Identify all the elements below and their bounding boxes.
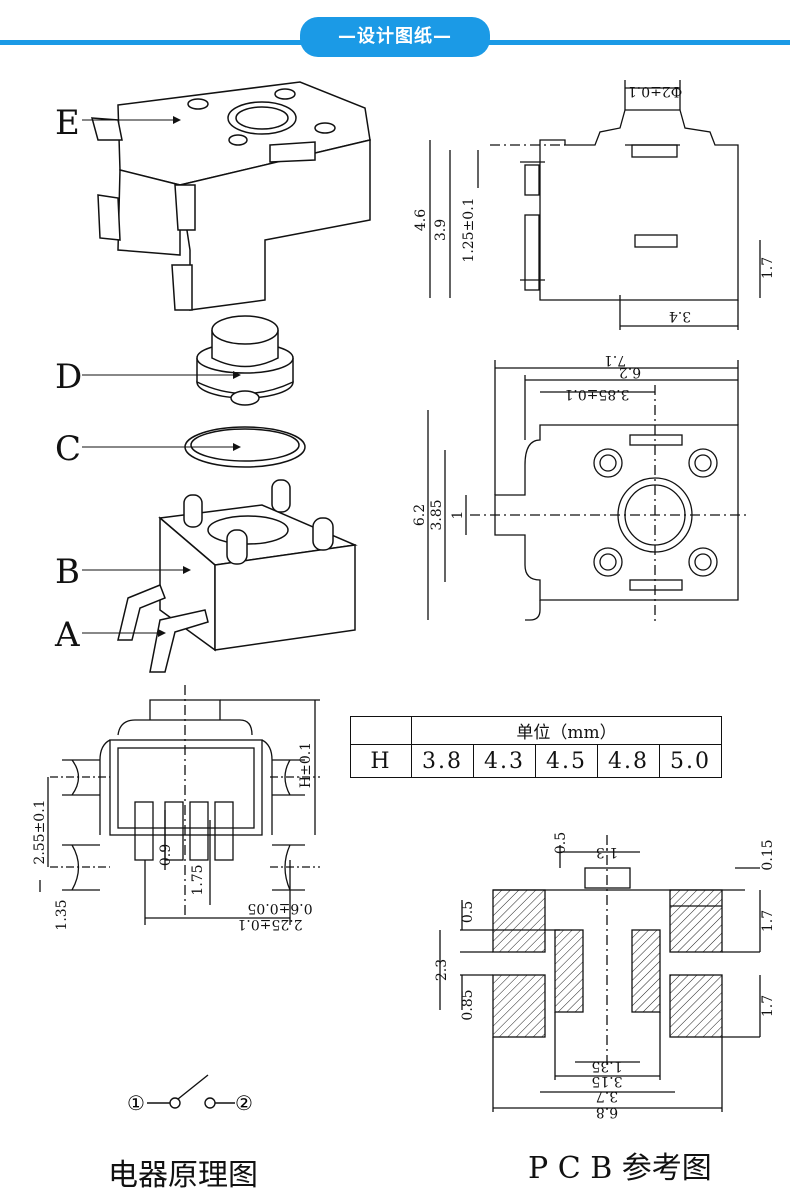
dim-0-6: 0.6±0.05 [247, 900, 312, 916]
label-c: C [55, 429, 81, 469]
dim-pcb-1-3: 1.3 [596, 844, 618, 860]
dim-pcb-0-5-left: 0.5 [460, 901, 476, 923]
schematic-node-2: ② [235, 1091, 253, 1115]
dim-1-25: 1.25±0.1 [461, 197, 477, 262]
dim-1-75: 1.75 [190, 864, 206, 895]
table-cell: 4.8 [597, 744, 660, 778]
schematic-node-1: ① [127, 1091, 145, 1115]
dim-2-25: 2.25±0.1 [237, 916, 302, 932]
label-d: D [55, 357, 82, 397]
dim-7-1: 7.1 [604, 352, 626, 368]
dim-3-85-top: 3.85±0.1 [564, 386, 629, 402]
label-b: B [55, 552, 80, 592]
dim-h: H±0.1 [298, 742, 314, 788]
dim-pcb-1-35: 1.35 [591, 1058, 622, 1074]
table-cell: 4.5 [535, 744, 598, 778]
dim-diameter: Φ2±0.1 [628, 83, 682, 99]
dim-pcb-2-3: 2.3 [434, 959, 450, 981]
dim-3-4: 3.4 [669, 308, 691, 324]
dim-1: 1 [450, 511, 466, 520]
exploded-leaders [82, 116, 241, 637]
dim-pcb-0-5-top: 0.5 [553, 832, 569, 854]
units-table: 单位（mm） H 3.8 4.3 4.5 4.8 5.0 [350, 716, 722, 778]
table-header: 单位（mm） [411, 716, 722, 745]
dim-1-35: 1.35 [54, 899, 70, 930]
dim-0-9: 0.9 [158, 844, 174, 866]
dim-6-2-side: 6.2 [412, 504, 428, 526]
exploded-view [90, 81, 371, 673]
dim-pcb-0-15: 0.15 [760, 839, 776, 870]
pcb-reference [439, 835, 761, 1112]
part-a-terminals [117, 584, 209, 673]
dim-2-55: 2.55±0.1 [32, 799, 48, 864]
part-e-cover [90, 81, 371, 311]
schematic-caption: 电器原理图 [108, 1158, 258, 1193]
dim-pcb-3-7: 3.7 [596, 1088, 618, 1104]
label-e: E [55, 103, 80, 143]
dim-pcb-6-8: 6.8 [596, 1104, 618, 1120]
banner-title: —设计图纸— [300, 17, 490, 57]
part-d-plunger [196, 315, 294, 406]
dim-3-9: 3.9 [433, 219, 449, 241]
table-cell: 3.8 [411, 744, 474, 778]
side-view [429, 80, 761, 330]
dim-pcb-0-85: 0.85 [460, 989, 476, 1020]
front-view [39, 685, 320, 925]
table-cell: 5.0 [659, 744, 722, 778]
dim-1-7: 1.7 [760, 257, 776, 279]
dim-6-2-top: 6.2 [619, 364, 641, 380]
table-cell: 4.3 [473, 744, 536, 778]
top-view [427, 360, 750, 625]
part-c-dome [184, 426, 306, 468]
dim-4-6: 4.6 [413, 209, 429, 231]
pcb-caption: P C B 参考图 [528, 1151, 712, 1186]
table-corner [350, 716, 412, 745]
switch-schematic [147, 1074, 235, 1109]
dim-3-85-side: 3.85 [429, 499, 445, 530]
table-row-label: H [350, 744, 412, 778]
label-a: A [54, 615, 80, 655]
header-banner: —设计图纸— [0, 0, 790, 60]
dim-pcb-3-15: 3.15 [591, 1073, 622, 1089]
dim-pcb-1-7-top: 1.7 [760, 910, 776, 932]
dim-pcb-1-7-bottom: 1.7 [760, 995, 776, 1017]
